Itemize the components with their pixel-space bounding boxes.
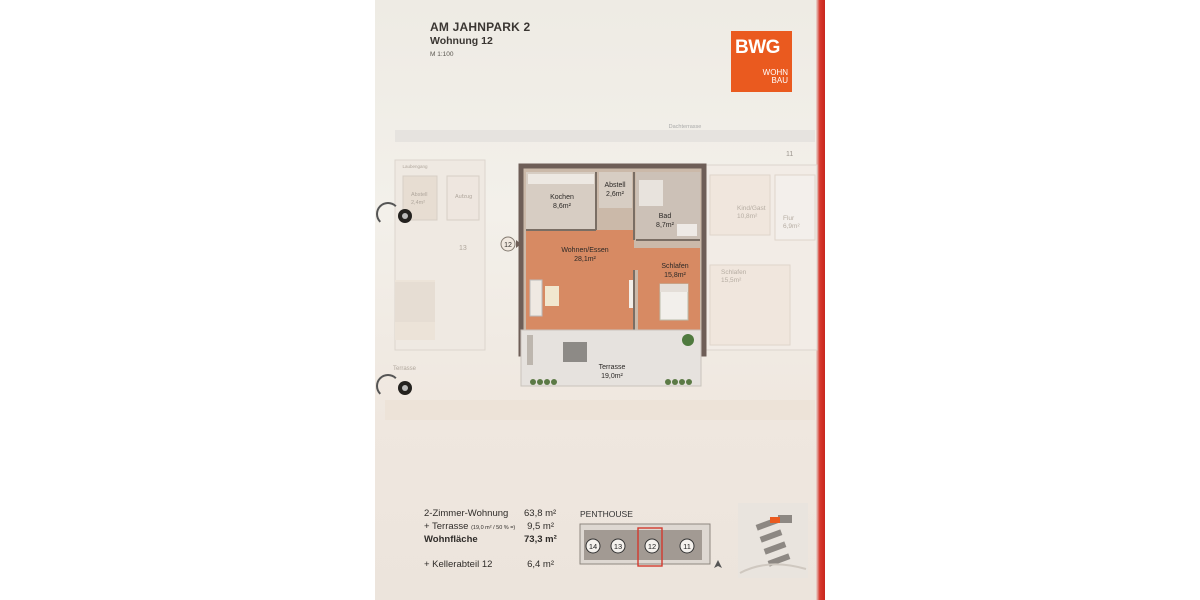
keyplan-unit-11 xyxy=(679,538,695,554)
keyplan-label-11: 11 xyxy=(683,542,691,551)
unit-11-number: 11 xyxy=(786,151,793,158)
room-schlafen-area: 15,8m² xyxy=(664,272,686,279)
n-abstell-area: 2,4m² xyxy=(411,200,425,206)
unit-13-number: 13 xyxy=(459,245,467,252)
roof-edge xyxy=(395,130,815,142)
lounge-chair xyxy=(527,335,533,365)
site-road xyxy=(739,563,807,574)
elevator-box xyxy=(446,175,480,221)
ring-hook-top xyxy=(376,202,400,226)
terrace-value: 9,5 m² xyxy=(527,521,554,532)
binder-edge xyxy=(816,0,825,600)
summary-row-terrace: + Terrasse (19,0 m² / 50 % =) 9,5 m² xyxy=(424,521,554,532)
logo-brand: BWG xyxy=(735,37,780,58)
page-header: AM JAHNPARK 2 Wohnung 12 M 1:100 xyxy=(430,20,530,58)
ring-hook-bottom xyxy=(376,374,400,398)
room-kochen-area: 8,6m² xyxy=(553,203,572,210)
neighbor-schlafen xyxy=(709,264,791,346)
living-floor xyxy=(526,230,634,330)
keyplan-label-14: 14 xyxy=(589,542,597,551)
total-label: Wohnfläche xyxy=(424,534,478,545)
total-value: 73,3 m² xyxy=(524,534,557,545)
room-terrasse-area: 19,0m² xyxy=(601,373,623,380)
summary-row-total: Wohnfläche 73,3 m² xyxy=(424,534,557,545)
bed-pillows xyxy=(660,284,688,292)
logo-line2: BAU xyxy=(771,76,788,85)
sink xyxy=(677,224,697,236)
keyplan-label-12: 12 xyxy=(648,542,656,551)
unit-badge xyxy=(500,236,516,252)
site-plan xyxy=(738,503,808,578)
cellar-label: + Kellerabteil 12 xyxy=(424,559,493,570)
cellar-value: 6,4 m² xyxy=(527,559,554,570)
n-kind-area: 10,8m² xyxy=(737,213,758,220)
terrace xyxy=(520,329,702,387)
storage xyxy=(599,172,632,208)
floor-plan: Dachterrasse Laubengang Abstell 2,4m² Au… xyxy=(385,124,818,420)
unit-title: Wohnung 12 xyxy=(430,35,493,47)
n-flur-name: Flur xyxy=(783,215,795,222)
site-highlight xyxy=(770,517,780,523)
coffee-table xyxy=(545,286,559,306)
plant-group-left xyxy=(530,379,557,385)
type-label: 2-Zimmer-Wohnung xyxy=(424,508,509,519)
terrace-label: + Terrasse xyxy=(424,521,469,532)
logo-line1: WOHN xyxy=(762,68,788,77)
binder-ring-top xyxy=(398,209,412,223)
n-schlafen-name: Schlafen xyxy=(721,269,747,276)
room-schlafen-name: Schlafen xyxy=(661,263,688,270)
terrace-table xyxy=(563,342,587,362)
project-title: AM JAHNPARK 2 xyxy=(430,20,531,34)
top-note: Dachterrasse xyxy=(669,124,702,130)
room-bad-name: Bad xyxy=(659,213,672,220)
plant-pot xyxy=(682,334,694,346)
neighbor-kindgast xyxy=(709,174,771,236)
corridor-floor xyxy=(634,248,700,270)
shower xyxy=(639,180,663,206)
room-bad-area: 8,7m² xyxy=(656,222,675,229)
room-terrasse-name: Terrasse xyxy=(599,364,626,371)
summary-row-type: 2-Zimmer-Wohnung 63,8 m² xyxy=(424,508,556,519)
n-terrasse-name: Terrasse xyxy=(393,366,417,372)
keyplan-label: PENTHOUSE xyxy=(580,509,633,519)
neighbor-flur xyxy=(774,174,816,241)
n-aufzug-name: Aufzug xyxy=(455,194,472,200)
type-value: 63,8 m² xyxy=(524,508,557,519)
keyplan-unit-14 xyxy=(585,538,601,554)
sofa xyxy=(529,279,543,317)
left-furniture xyxy=(395,282,435,322)
tv-unit xyxy=(629,280,633,308)
keyplan: 14 13 12 11 xyxy=(579,523,722,568)
north-arrow-icon xyxy=(714,560,722,568)
entry-arrow-icon xyxy=(516,240,521,248)
room-abstell-area: 2,6m² xyxy=(606,191,625,198)
room-wohnen-name: Wohnen/Essen xyxy=(561,247,608,254)
n-abstell-name: Abstell xyxy=(411,192,428,198)
keyplan-unit-13 xyxy=(610,538,626,554)
kitchen-counter xyxy=(528,174,594,184)
room-abstell-name: Abstell xyxy=(604,182,625,189)
n-flur-area: 6,9m² xyxy=(783,223,800,230)
binder-ring-bottom xyxy=(398,381,412,395)
keyplan-label-13: 13 xyxy=(614,542,622,551)
room-wohnen-area: 28,1m² xyxy=(574,256,596,263)
keyplan-highlight xyxy=(637,527,663,567)
scale-label: M 1:100 xyxy=(430,51,454,58)
room-kochen-name: Kochen xyxy=(550,194,574,201)
keyplan-unit-12 xyxy=(644,538,660,554)
unit-badge-number: 12 xyxy=(504,242,512,249)
summary-row-cellar: + Kellerabteil 12 6,4 m² xyxy=(424,559,554,570)
lower-band xyxy=(385,400,815,420)
stair-label: Laubengang xyxy=(402,164,428,169)
plant-group-right xyxy=(665,379,692,385)
n-kind-name: Kind/Gast xyxy=(737,205,766,212)
n-schlafen-area: 15,5m² xyxy=(721,277,742,284)
terrace-note: (19,0 m² / 50 % =) xyxy=(471,525,516,531)
site-bg xyxy=(738,503,808,578)
